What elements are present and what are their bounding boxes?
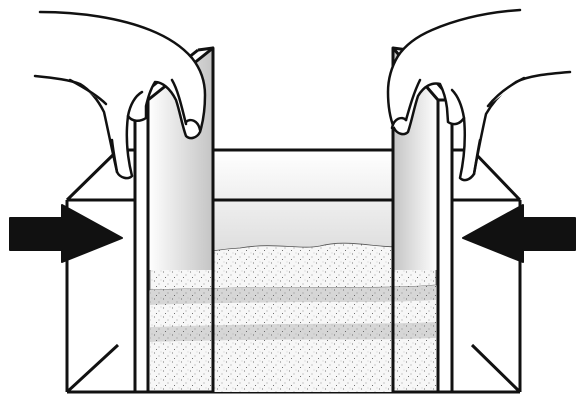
left-force-arrow [10,205,122,262]
right-force-arrow [463,205,575,262]
